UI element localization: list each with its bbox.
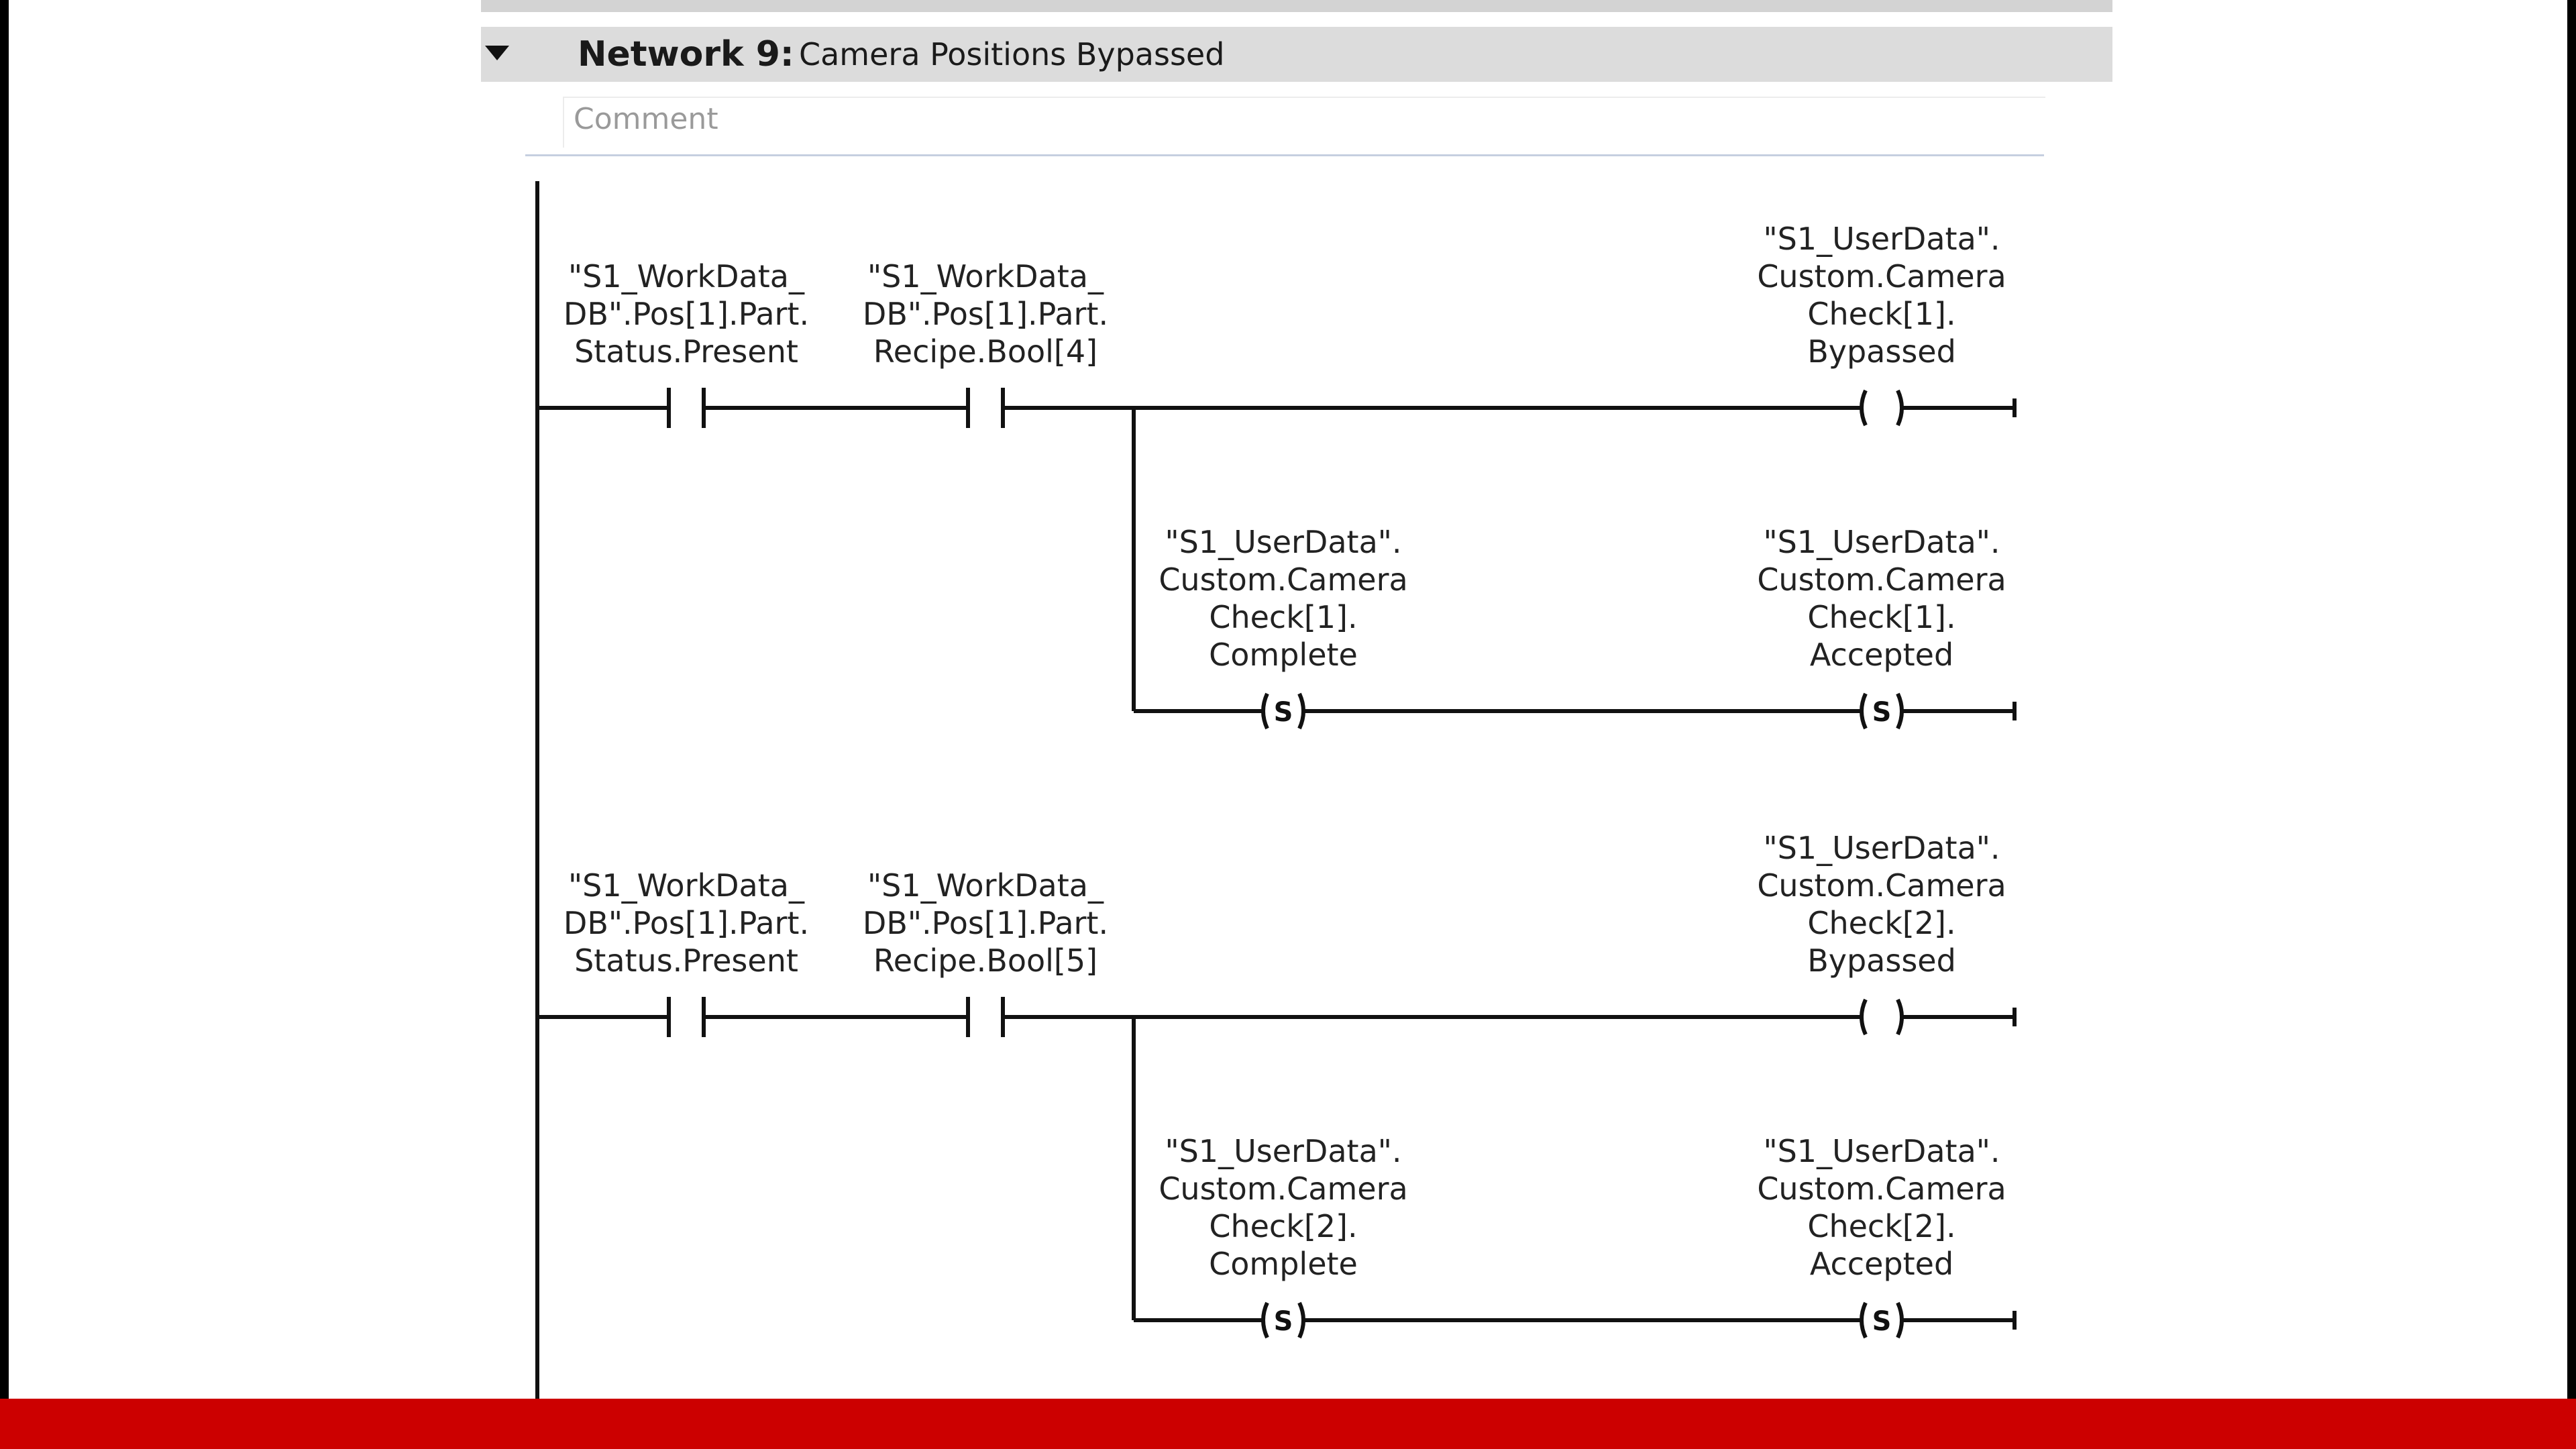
operand-line: Custom.Camera (1159, 561, 1408, 598)
operand-line: Check[2]. (1807, 905, 1956, 941)
operand-line: "S1_WorkData_ (568, 867, 804, 904)
no-contact-1-2[interactable] (966, 388, 1005, 428)
set-coil-complete-1[interactable]: S (1261, 692, 1305, 730)
operand-line: Accepted (1809, 637, 1954, 673)
contact-operand-1-1[interactable]: "S1_WorkData_DB".Pos[1].Part.Status.Pres… (539, 258, 834, 370)
operand-line: Check[2]. (1807, 1208, 1956, 1244)
operand-line: DB".Pos[1].Part. (563, 296, 810, 332)
operand-line: DB".Pos[1].Part. (862, 296, 1109, 332)
operand-line: DB".Pos[1].Part. (862, 905, 1109, 941)
operand-line: Bypassed (1807, 943, 1956, 979)
ladder-elements: S S S S (667, 388, 1904, 1339)
operand-line: Custom.Camera (1757, 561, 2006, 598)
operand-line: Custom.Camera (1757, 258, 2006, 294)
contact-operand-2-2[interactable]: "S1_WorkData_DB".Pos[1].Part.Recipe.Bool… (838, 867, 1133, 979)
operand-line: "S1_UserData". (1763, 830, 2000, 866)
network-comment-field[interactable]: Comment (563, 97, 2045, 148)
operand-line: Custom.Camera (1757, 867, 2006, 904)
no-contact-2-1[interactable] (667, 997, 706, 1037)
output-coil-2[interactable] (1860, 998, 1904, 1036)
operand-line: Check[1]. (1807, 296, 1956, 332)
ladder-wires (535, 181, 2017, 1399)
operand-line: Check[1]. (1209, 599, 1358, 635)
operand-line: "S1_WorkData_ (867, 258, 1104, 294)
set-coil-accepted-2[interactable]: S (1860, 1301, 1904, 1339)
comment-placeholder: Comment (574, 102, 718, 136)
network-title: Network 9: (578, 34, 794, 74)
operand-line: Complete (1209, 637, 1358, 673)
operand-line: Accepted (1809, 1246, 1954, 1282)
operand-line: DB".Pos[1].Part. (563, 905, 810, 941)
no-contact-1-1[interactable] (667, 388, 706, 428)
operand-line: Status.Present (574, 333, 798, 370)
contact-operand-2-1[interactable]: "S1_WorkData_DB".Pos[1].Part.Status.Pres… (539, 867, 834, 979)
coil-type-label: S (1274, 1306, 1293, 1337)
coil-type-label: S (1872, 1306, 1892, 1337)
coil-type-label: S (1872, 697, 1892, 728)
network-header[interactable]: Network 9: Camera Positions Bypassed (481, 27, 2112, 82)
operand-line: "S1_UserData". (1763, 524, 2000, 560)
set-coil-accepted-1[interactable]: S (1860, 692, 1904, 730)
operand-line: Custom.Camera (1159, 1171, 1408, 1207)
operand-line: Bypassed (1807, 333, 1956, 370)
footer-bar (0, 1399, 2576, 1449)
operand-line: "S1_WorkData_ (568, 258, 804, 294)
editor-canvas: Network 9: Camera Positions Bypassed Com… (9, 0, 2567, 1399)
no-contact-2-2[interactable] (966, 997, 1005, 1037)
operand-line: Custom.Camera (1757, 1171, 2006, 1207)
operand-line: Recipe.Bool[4] (873, 333, 1098, 370)
output-coil-1[interactable] (1860, 389, 1904, 427)
operand-line: "S1_UserData". (1165, 1133, 1402, 1169)
network-name[interactable]: Camera Positions Bypassed (799, 36, 1225, 72)
operand-line: "S1_UserData". (1763, 1133, 2000, 1169)
operand-line: "S1_UserData". (1165, 524, 1402, 560)
operand-line: Check[1]. (1807, 599, 1956, 635)
operand-line: Status.Present (574, 943, 798, 979)
operand-line: Complete (1209, 1246, 1358, 1282)
comment-divider (525, 154, 2044, 156)
ladder-diagram: S S S S (535, 181, 2017, 1399)
operand-line: "S1_UserData". (1763, 221, 2000, 257)
set-coil-complete-2[interactable]: S (1261, 1301, 1305, 1339)
operand-line: Recipe.Bool[5] (873, 943, 1098, 979)
coil-type-label: S (1274, 697, 1293, 728)
collapse-triangle-icon[interactable] (481, 27, 535, 82)
operand-line: Check[2]. (1209, 1208, 1358, 1244)
previous-network-rule (481, 0, 2112, 12)
contact-operand-1-2[interactable]: "S1_WorkData_DB".Pos[1].Part.Recipe.Bool… (838, 258, 1133, 370)
operand-line: "S1_WorkData_ (867, 867, 1104, 904)
